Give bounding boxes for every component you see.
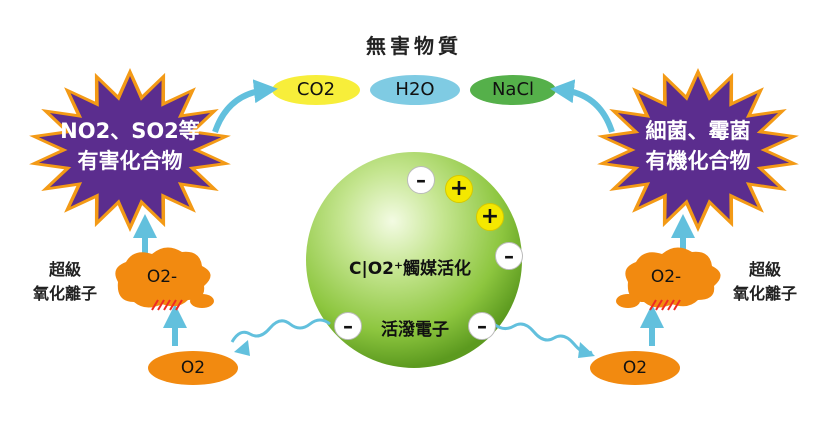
right-ion-label: 超級 氧化離子 — [720, 258, 810, 306]
left-pollutant-star — [29, 68, 231, 232]
nacl-pill — [470, 75, 556, 105]
left-to-products-arrow — [212, 79, 278, 134]
catalyst-sphere — [306, 152, 522, 368]
right-to-products-arrow — [550, 79, 615, 133]
positive-charge-icon: + — [445, 175, 473, 203]
right-ion-label-line2: 氧化離子 — [732, 284, 797, 303]
negative-charge-icon: – — [334, 312, 362, 340]
left-ion-label-line1: 超級 — [48, 260, 81, 279]
left-pollutant-line2: 有害化合物 — [77, 149, 183, 173]
negative-charge-icon: – — [468, 312, 496, 340]
positive-charge-icon: + — [476, 203, 504, 231]
left-electron-arrowhead — [234, 340, 250, 356]
left-ion-label: 超級 氧化離子 — [20, 258, 110, 306]
left-oxygen-label: O2 — [180, 358, 206, 378]
negative-charge-icon: – — [495, 242, 523, 270]
right-pollutant-star — [597, 68, 799, 232]
co2-pill — [272, 75, 360, 105]
left-electron-wave — [230, 318, 331, 343]
right-electron-wave — [493, 322, 593, 355]
right-pollutant-line2: 有機化合物 — [645, 149, 751, 173]
left-pollutant-line1: NO2、SO2等 — [60, 119, 200, 143]
right-electron-arrowhead — [578, 342, 595, 358]
right-superoxide-label: O2- — [650, 267, 682, 287]
co2-label: CO2 — [296, 79, 336, 100]
right-pollutant-line1: 細菌、霉菌 — [645, 119, 751, 143]
left-superoxide-cloud — [115, 247, 214, 311]
right-oxygen-label: O2 — [622, 358, 648, 378]
h2o-label: H2O — [395, 79, 435, 100]
negative-charge-icon: – — [407, 166, 435, 194]
nacl-label: NaCl — [491, 79, 535, 100]
right-oxygen-oval — [590, 351, 680, 385]
right-ion-label-line1: 超級 — [748, 260, 781, 279]
right-pollutant-text: 細菌、霉菌 有機化合物 — [608, 116, 788, 176]
left-oxygen-oval — [148, 351, 238, 385]
left-ion-label-line2: 氧化離子 — [32, 284, 97, 303]
catalyst-activation-label: C|O2⁺觸媒活化 — [349, 259, 471, 279]
h2o-pill — [370, 75, 460, 105]
left-pollutant-text: NO2、SO2等 有害化合物 — [40, 116, 220, 176]
active-electrons-label: 活潑電子 — [381, 320, 449, 340]
right-superoxide-cloud — [616, 247, 721, 311]
harmless-substances-title: 無害物質 — [366, 34, 462, 58]
left-superoxide-label: O2- — [146, 267, 178, 287]
